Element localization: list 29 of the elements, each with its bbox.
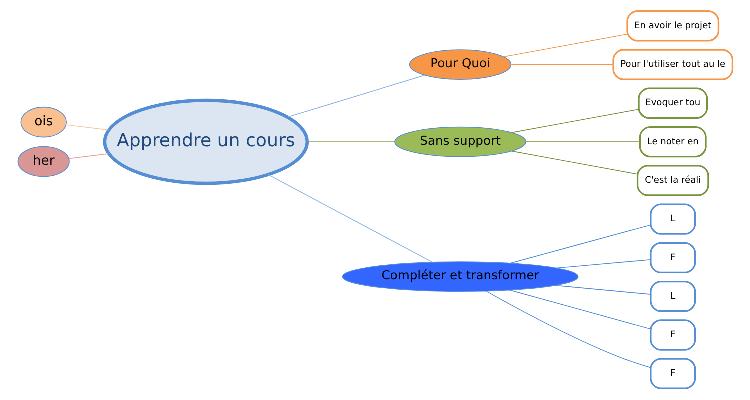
node-box: Pour l'utiliser tout au le [612, 49, 734, 80]
connector [510, 109, 639, 134]
connector [556, 259, 651, 269]
connector [65, 124, 109, 131]
node-box: Evoquer tou [638, 88, 708, 120]
node-box: F [650, 320, 696, 351]
node-box: C'est la réali [636, 165, 709, 196]
connector [510, 64, 614, 66]
node-ellipse: Apprendre un cours [102, 98, 309, 186]
node-box: L [650, 280, 696, 312]
connector [554, 285, 651, 295]
node-box: Le noter en [638, 126, 706, 158]
connector [486, 291, 651, 368]
node-ellipse: Sans support [394, 126, 526, 158]
node-ellipse: Pour Quoi [408, 50, 512, 80]
node-box: F [650, 358, 696, 390]
connector [68, 154, 109, 160]
node-box: F [650, 242, 696, 274]
connector [510, 150, 638, 175]
connector [502, 34, 628, 58]
connector [287, 75, 425, 118]
connector [510, 224, 651, 264]
node-box: L [650, 204, 696, 235]
node-ellipse: ois [20, 106, 66, 138]
connector [509, 290, 651, 330]
node-ellipse: her [17, 146, 70, 178]
connector [268, 174, 433, 263]
node-box: En avoir le projet [626, 10, 720, 42]
node-ellipse: Compléter et transformer [342, 262, 578, 292]
